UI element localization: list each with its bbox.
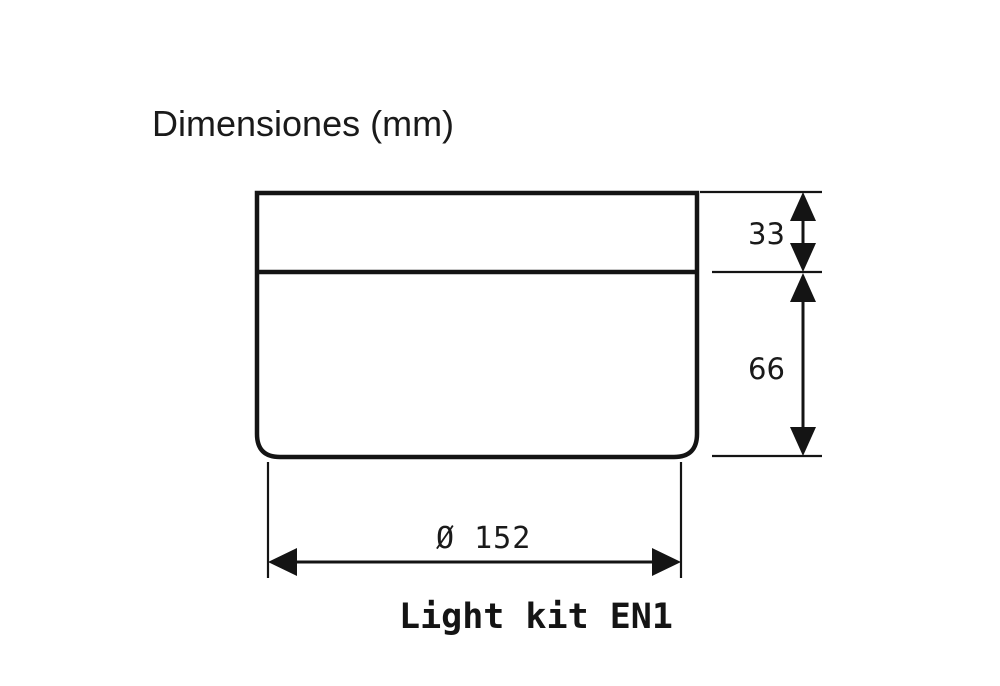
- arrow-up-icon: [790, 192, 816, 221]
- arrow-down-icon: [790, 243, 816, 272]
- figure-title: Dimensiones (mm): [152, 103, 455, 144]
- arrow-left-icon: [268, 548, 297, 576]
- part-outline: [254, 190, 700, 460]
- dimension-horizontal-diameter: [268, 548, 681, 576]
- arrow-down-icon: [790, 427, 816, 456]
- dimension-label-height-top: 33: [748, 217, 785, 251]
- dimension-label-diameter: Ø 152: [436, 521, 532, 556]
- extension-lines-bottom: [266, 462, 683, 578]
- figure-caption: Light kit EN1: [399, 597, 673, 637]
- dimension-vertical-33: [790, 192, 816, 272]
- extension-lines-right: [700, 190, 822, 458]
- arrow-right-icon: [652, 548, 681, 576]
- arrow-up-icon: [790, 273, 816, 302]
- dimension-label-height-bottom: 66: [748, 352, 785, 386]
- part-outline-group: [254, 190, 700, 460]
- dimension-vertical-66: [790, 273, 816, 456]
